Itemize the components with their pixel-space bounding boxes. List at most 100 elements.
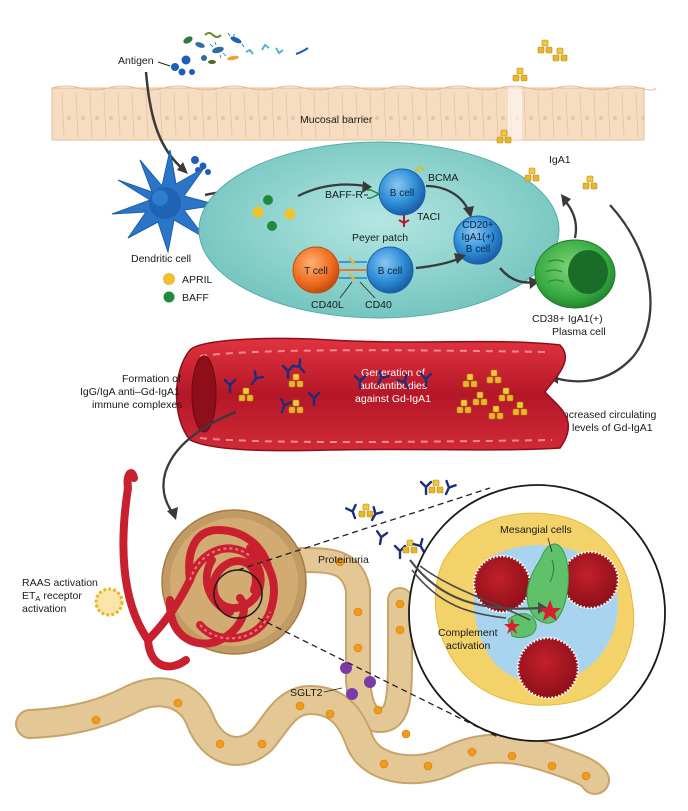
mucosal-cell-divider bbox=[103, 91, 107, 139]
mucosal-cell-divider bbox=[579, 91, 583, 139]
complement-star-2 bbox=[504, 618, 520, 634]
mucosal-cell-nucleus bbox=[416, 116, 421, 121]
mucosal-cell-nucleus bbox=[276, 116, 281, 121]
mucosal-cell-nucleus bbox=[486, 116, 491, 121]
b-cell-bottom-label: B cell bbox=[378, 266, 402, 277]
cd40l-label: CD40L bbox=[311, 299, 344, 311]
sglt2-label: SGLT2 bbox=[290, 687, 323, 699]
mucosal-cell-divider bbox=[481, 91, 485, 139]
mucosal-cell-divider bbox=[621, 91, 625, 139]
mucosal-cell-nucleus bbox=[430, 116, 435, 121]
mucosal-cell-nucleus bbox=[95, 116, 100, 121]
baff-legend-dot bbox=[163, 291, 175, 303]
generation-line2: autoantibodies bbox=[359, 380, 427, 392]
cd40-label: CD40 bbox=[365, 299, 392, 311]
mucosal-cell-nucleus bbox=[585, 116, 590, 121]
mucosal-cell-divider bbox=[411, 91, 415, 139]
mucosal-cell-divider bbox=[537, 91, 541, 139]
mucosal-cell-divider bbox=[131, 91, 135, 139]
mucosal-cell-divider bbox=[425, 91, 429, 139]
mucosal-cell-divider bbox=[439, 91, 443, 139]
mucosal-cell-divider bbox=[565, 91, 569, 139]
mucosal-cell-divider bbox=[635, 91, 639, 139]
plasma-cell bbox=[534, 239, 616, 309]
antigen-bacteria-icon bbox=[171, 32, 309, 76]
mucosal-cell-divider bbox=[243, 91, 247, 139]
mucosal-cell-divider bbox=[453, 91, 457, 139]
mucosal-cell-divider bbox=[61, 91, 65, 139]
eta-line: ETA receptor bbox=[22, 590, 82, 603]
mucosal-cell-nucleus bbox=[290, 116, 295, 121]
mucosal-barrier-label: Mucosal barrier bbox=[300, 114, 373, 126]
cd40-cd40l-interaction bbox=[339, 257, 367, 281]
mucosal-cell-nucleus bbox=[304, 116, 309, 121]
mucosal-cell-divider bbox=[369, 91, 373, 139]
mucosal-cell-divider bbox=[229, 91, 233, 139]
mucosal-cell-divider bbox=[159, 91, 163, 139]
mucosal-cell-nucleus bbox=[332, 116, 337, 121]
formation-line1: Formation of bbox=[122, 373, 181, 385]
complement-line2: activation bbox=[446, 640, 491, 652]
generation-line1: Generation of bbox=[361, 367, 425, 379]
renal-tubule bbox=[15, 547, 610, 795]
april-baff-molecules bbox=[252, 195, 296, 231]
zoom-line-top bbox=[237, 487, 491, 571]
zoom-line-bottom bbox=[257, 617, 501, 739]
circulating-arrow bbox=[554, 204, 652, 383]
formation-line3: immune complexes bbox=[92, 399, 182, 411]
dendritic-cell-label: Dendritic cell bbox=[131, 253, 191, 265]
mucosal-cell-nucleus bbox=[109, 116, 114, 121]
vessel-to-kidney-arrow bbox=[162, 410, 237, 513]
mucosal-cell-divider bbox=[285, 91, 289, 139]
taci-label: TACI bbox=[417, 211, 440, 223]
mucosal-cell-divider bbox=[355, 91, 359, 139]
b-cell-top-label: B cell bbox=[390, 188, 414, 199]
mucosal-cell-nucleus bbox=[571, 116, 576, 121]
b-cell-top bbox=[378, 168, 426, 216]
baff-r-label: BAFF-R bbox=[325, 189, 363, 201]
mucosal-cell-divider bbox=[117, 91, 121, 139]
mucosal-cell-nucleus bbox=[123, 116, 128, 121]
mucosal-cell-nucleus bbox=[192, 116, 197, 121]
baff-r-receptor bbox=[367, 189, 380, 199]
peyer-patch-label: Peyer patch bbox=[352, 232, 408, 244]
mucosal-cell-divider bbox=[187, 91, 191, 139]
sglt2-transporters bbox=[340, 662, 376, 700]
mucosal-cell-divider bbox=[551, 91, 555, 139]
mucosal-cell-nucleus bbox=[234, 116, 239, 121]
proteinuria-label: Proteinuria bbox=[318, 554, 369, 566]
mucosal-cell-nucleus bbox=[641, 116, 646, 121]
antigen-label: Antigen bbox=[118, 55, 154, 67]
mucosal-cell-divider bbox=[383, 91, 387, 139]
t-cell-label: T cell bbox=[304, 266, 328, 277]
mucosal-cell-nucleus bbox=[557, 116, 562, 121]
mucosal-cell-nucleus bbox=[346, 116, 351, 121]
mucosal-cell-nucleus bbox=[81, 116, 86, 121]
mucosal-cell-divider bbox=[467, 91, 471, 139]
mucosal-cell-nucleus bbox=[543, 116, 548, 121]
baff-label: BAFF bbox=[182, 292, 209, 304]
taci-receptor bbox=[398, 215, 410, 227]
mucosal-cell-divider bbox=[523, 91, 527, 139]
mucosal-cell-divider bbox=[341, 91, 345, 139]
mucosal-cell-nucleus bbox=[248, 116, 253, 121]
mucosal-cell-nucleus bbox=[374, 116, 379, 121]
mucosal-cell-nucleus bbox=[613, 116, 618, 121]
raas-line3: activation bbox=[22, 603, 67, 615]
mucosal-cell-divider bbox=[257, 91, 261, 139]
mucosal-cell-nucleus bbox=[164, 116, 169, 121]
mucosal-cell-divider bbox=[607, 91, 611, 139]
mucosal-cell-nucleus bbox=[444, 116, 449, 121]
mesangial-label: Mesangial cells bbox=[500, 524, 572, 536]
mucosal-cell-nucleus bbox=[136, 116, 141, 121]
mucosal-cell-nucleus bbox=[67, 116, 72, 121]
mucosal-cell-nucleus bbox=[402, 116, 407, 121]
bcma-label: BCMA bbox=[428, 172, 458, 184]
complement-line1: Complement bbox=[438, 627, 498, 639]
mucosal-cell-nucleus bbox=[388, 116, 393, 121]
mucosal-cell-nucleus bbox=[262, 116, 267, 121]
mucosal-cell-divider bbox=[89, 91, 93, 139]
antigen-to-dendritic-arrow bbox=[144, 71, 185, 171]
complement-star-1 bbox=[539, 600, 561, 621]
